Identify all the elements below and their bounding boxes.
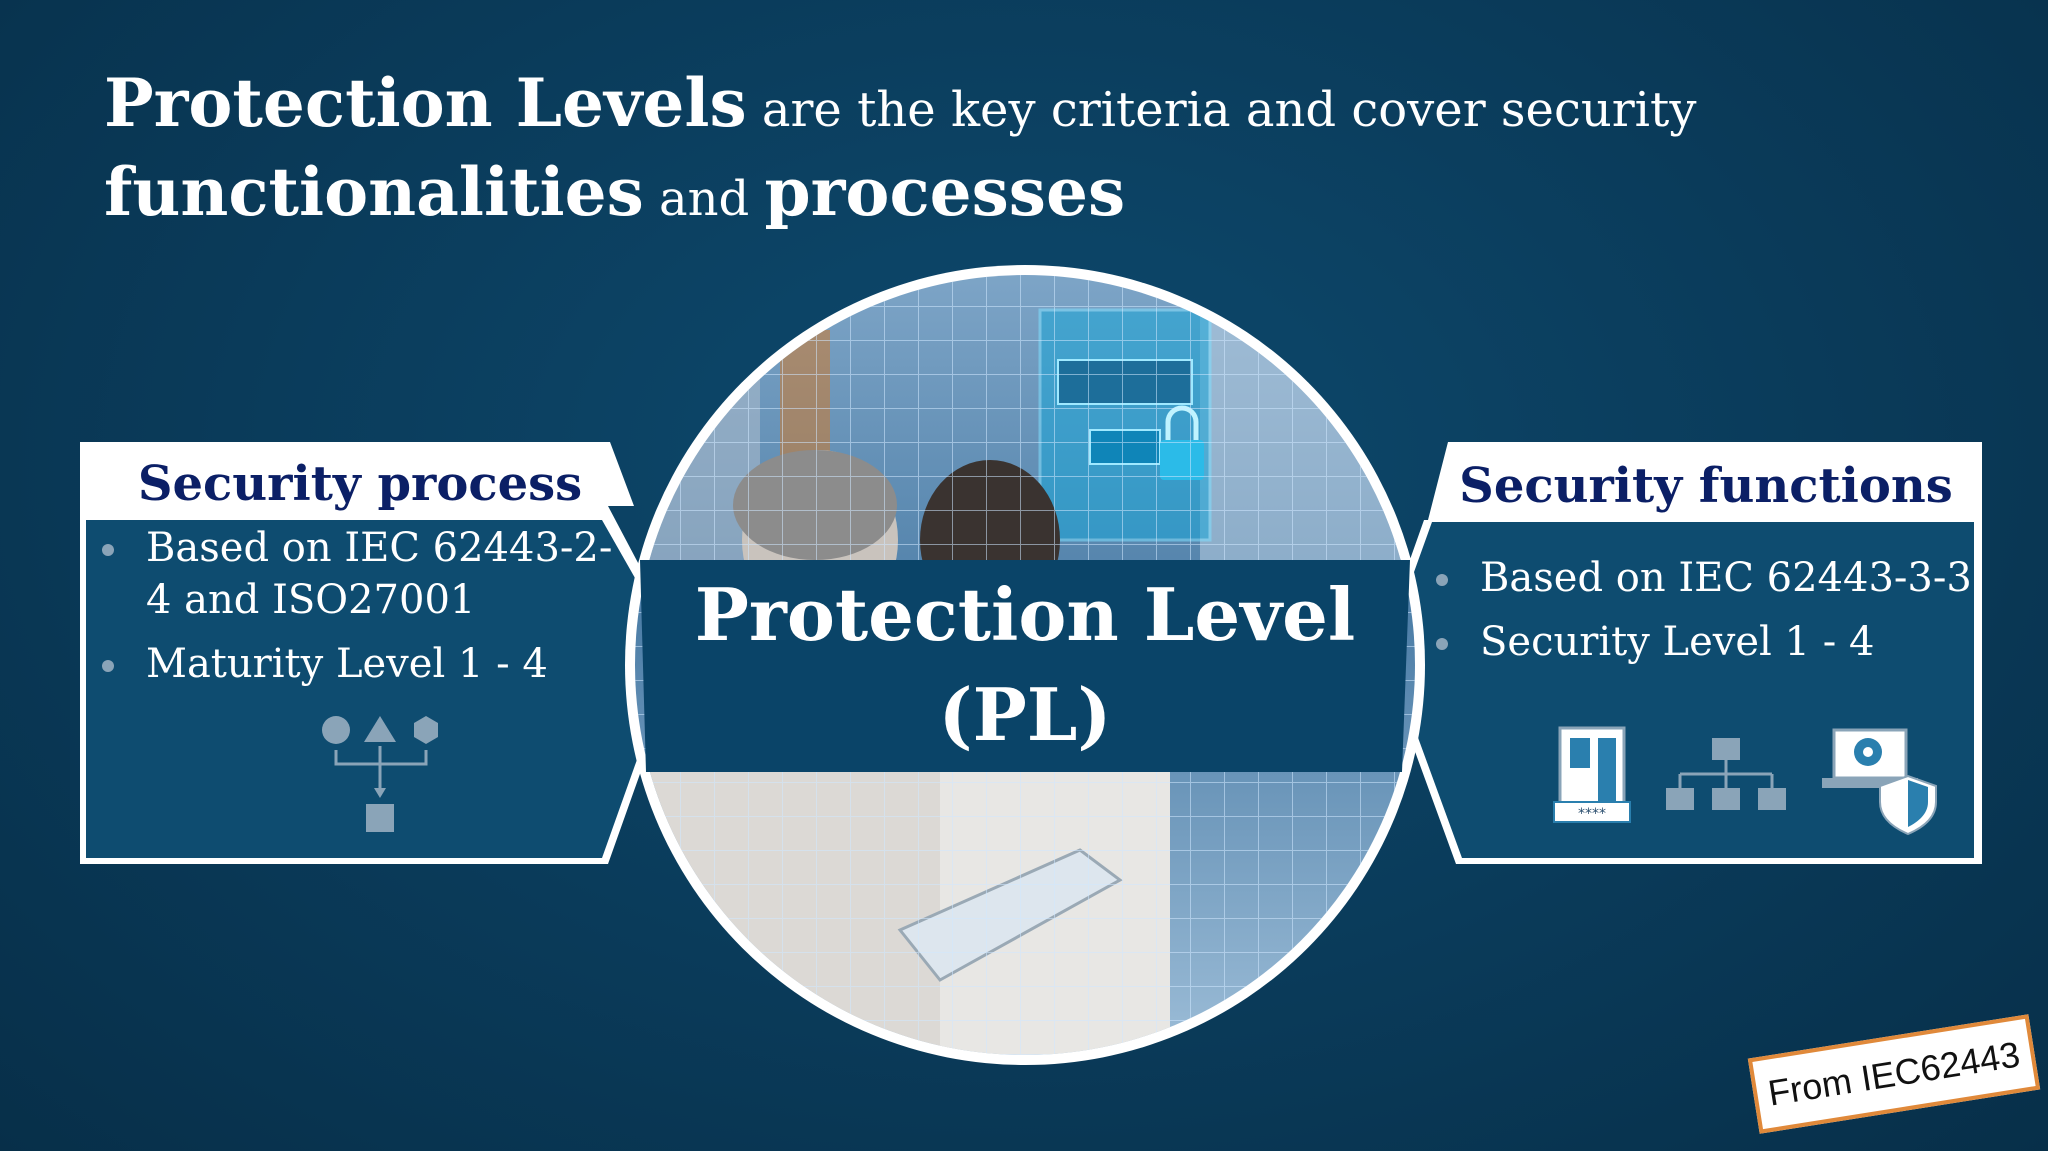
protection-level-label: Protection Level (PL) (640, 565, 1410, 765)
security-functions-bullets: Based on IEC 62443-3-3 Security Level 1 … (1434, 552, 1974, 680)
svg-text:****: **** (1578, 806, 1606, 822)
security-process-heading: Security process (137, 456, 583, 512)
list-item: Based on IEC 62443-2-4 and ISO27001 (100, 522, 620, 626)
list-item: Security Level 1 - 4 (1434, 616, 1974, 668)
list-item: Maturity Level 1 - 4 (100, 638, 620, 690)
title-text-1: are the key criteria and cover security (746, 82, 1697, 138)
laptop-shield-icon (1822, 728, 1937, 836)
title-protection-levels: Protection Levels (104, 64, 747, 142)
security-functions-heading: Security functions (1459, 458, 1953, 514)
protection-level-line2: (PL) (938, 672, 1112, 757)
list-item: Based on IEC 62443-3-3 (1434, 552, 1974, 604)
security-process-panel (80, 442, 684, 864)
security-functions-panel (1378, 442, 1982, 864)
title-line-1: Protection Levels are the key criteria a… (104, 62, 1804, 151)
title-and: and (643, 171, 765, 227)
title-processes: processes (764, 153, 1126, 231)
center-label-band (640, 560, 1410, 772)
protection-level-line1: Protection Level (694, 572, 1356, 657)
title-line-2: functionalities and processes (104, 151, 1804, 240)
security-process-bullets: Based on IEC 62443-2-4 and ISO27001 Matu… (100, 522, 620, 702)
process-flow-icon (322, 716, 438, 832)
title-functionalities: functionalities (104, 153, 644, 231)
network-hierarchy-icon (1666, 738, 1786, 810)
slide-title: Protection Levels are the key criteria a… (104, 62, 1804, 240)
server-password-icon: **** (1553, 726, 1631, 823)
